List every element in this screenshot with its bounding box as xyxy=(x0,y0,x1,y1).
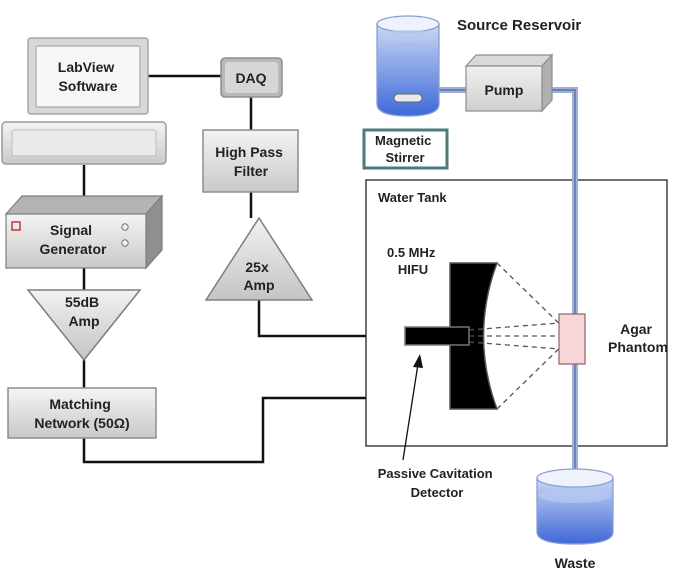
computer-icon xyxy=(1,37,167,165)
agar-phantom-box xyxy=(558,313,586,365)
knob-icon xyxy=(121,223,129,231)
power-indicator-icon xyxy=(11,221,21,231)
matching-network-label: Matching Network (50Ω) xyxy=(34,396,129,431)
wire-amp25-pcd xyxy=(257,300,405,338)
high-pass-filter-label: High Pass Filter xyxy=(215,144,287,179)
beaker-icon xyxy=(376,15,440,117)
knob-icon xyxy=(121,239,129,247)
magnetic-stirrer-box xyxy=(362,128,449,170)
magnetic-stirrer-label: Magnetic Stirrer xyxy=(375,133,435,165)
amp-55db-label: 55dB Amp xyxy=(65,294,103,329)
agar-phantom-label: Agar Phantom xyxy=(608,321,668,355)
labview-label: LabView Software xyxy=(58,59,118,94)
pump-label: Pump xyxy=(485,82,524,98)
matching-network-box xyxy=(7,387,157,439)
signal-generator-label: Signal Generator xyxy=(40,222,107,257)
pcd-arrow xyxy=(402,354,423,461)
daq-label: DAQ xyxy=(235,70,266,86)
hifu-label: 0.5 MHz HIFU xyxy=(387,245,439,277)
pcd-rod xyxy=(404,326,470,346)
stir-bar-icon xyxy=(393,93,423,103)
wire-matching-hifu xyxy=(82,396,450,464)
signal-wires xyxy=(82,74,450,464)
pump-box xyxy=(464,53,554,113)
waste-label: Waste xyxy=(555,555,596,571)
focus-lines xyxy=(468,262,573,410)
beaker-icon xyxy=(536,468,614,545)
amp-55db-triangle xyxy=(26,289,142,362)
pcd-label: Passive Cavitation Detector xyxy=(378,466,497,500)
source-reservoir-label: Source Reservoir xyxy=(457,17,581,34)
high-pass-filter-box xyxy=(202,129,299,193)
water-tank-box xyxy=(365,179,668,447)
amp-25x-label: 25x Amp xyxy=(243,259,274,293)
signal-generator-box xyxy=(4,194,164,270)
amp-25x-triangle xyxy=(204,216,314,301)
water-tank-label: Water Tank xyxy=(378,190,447,205)
